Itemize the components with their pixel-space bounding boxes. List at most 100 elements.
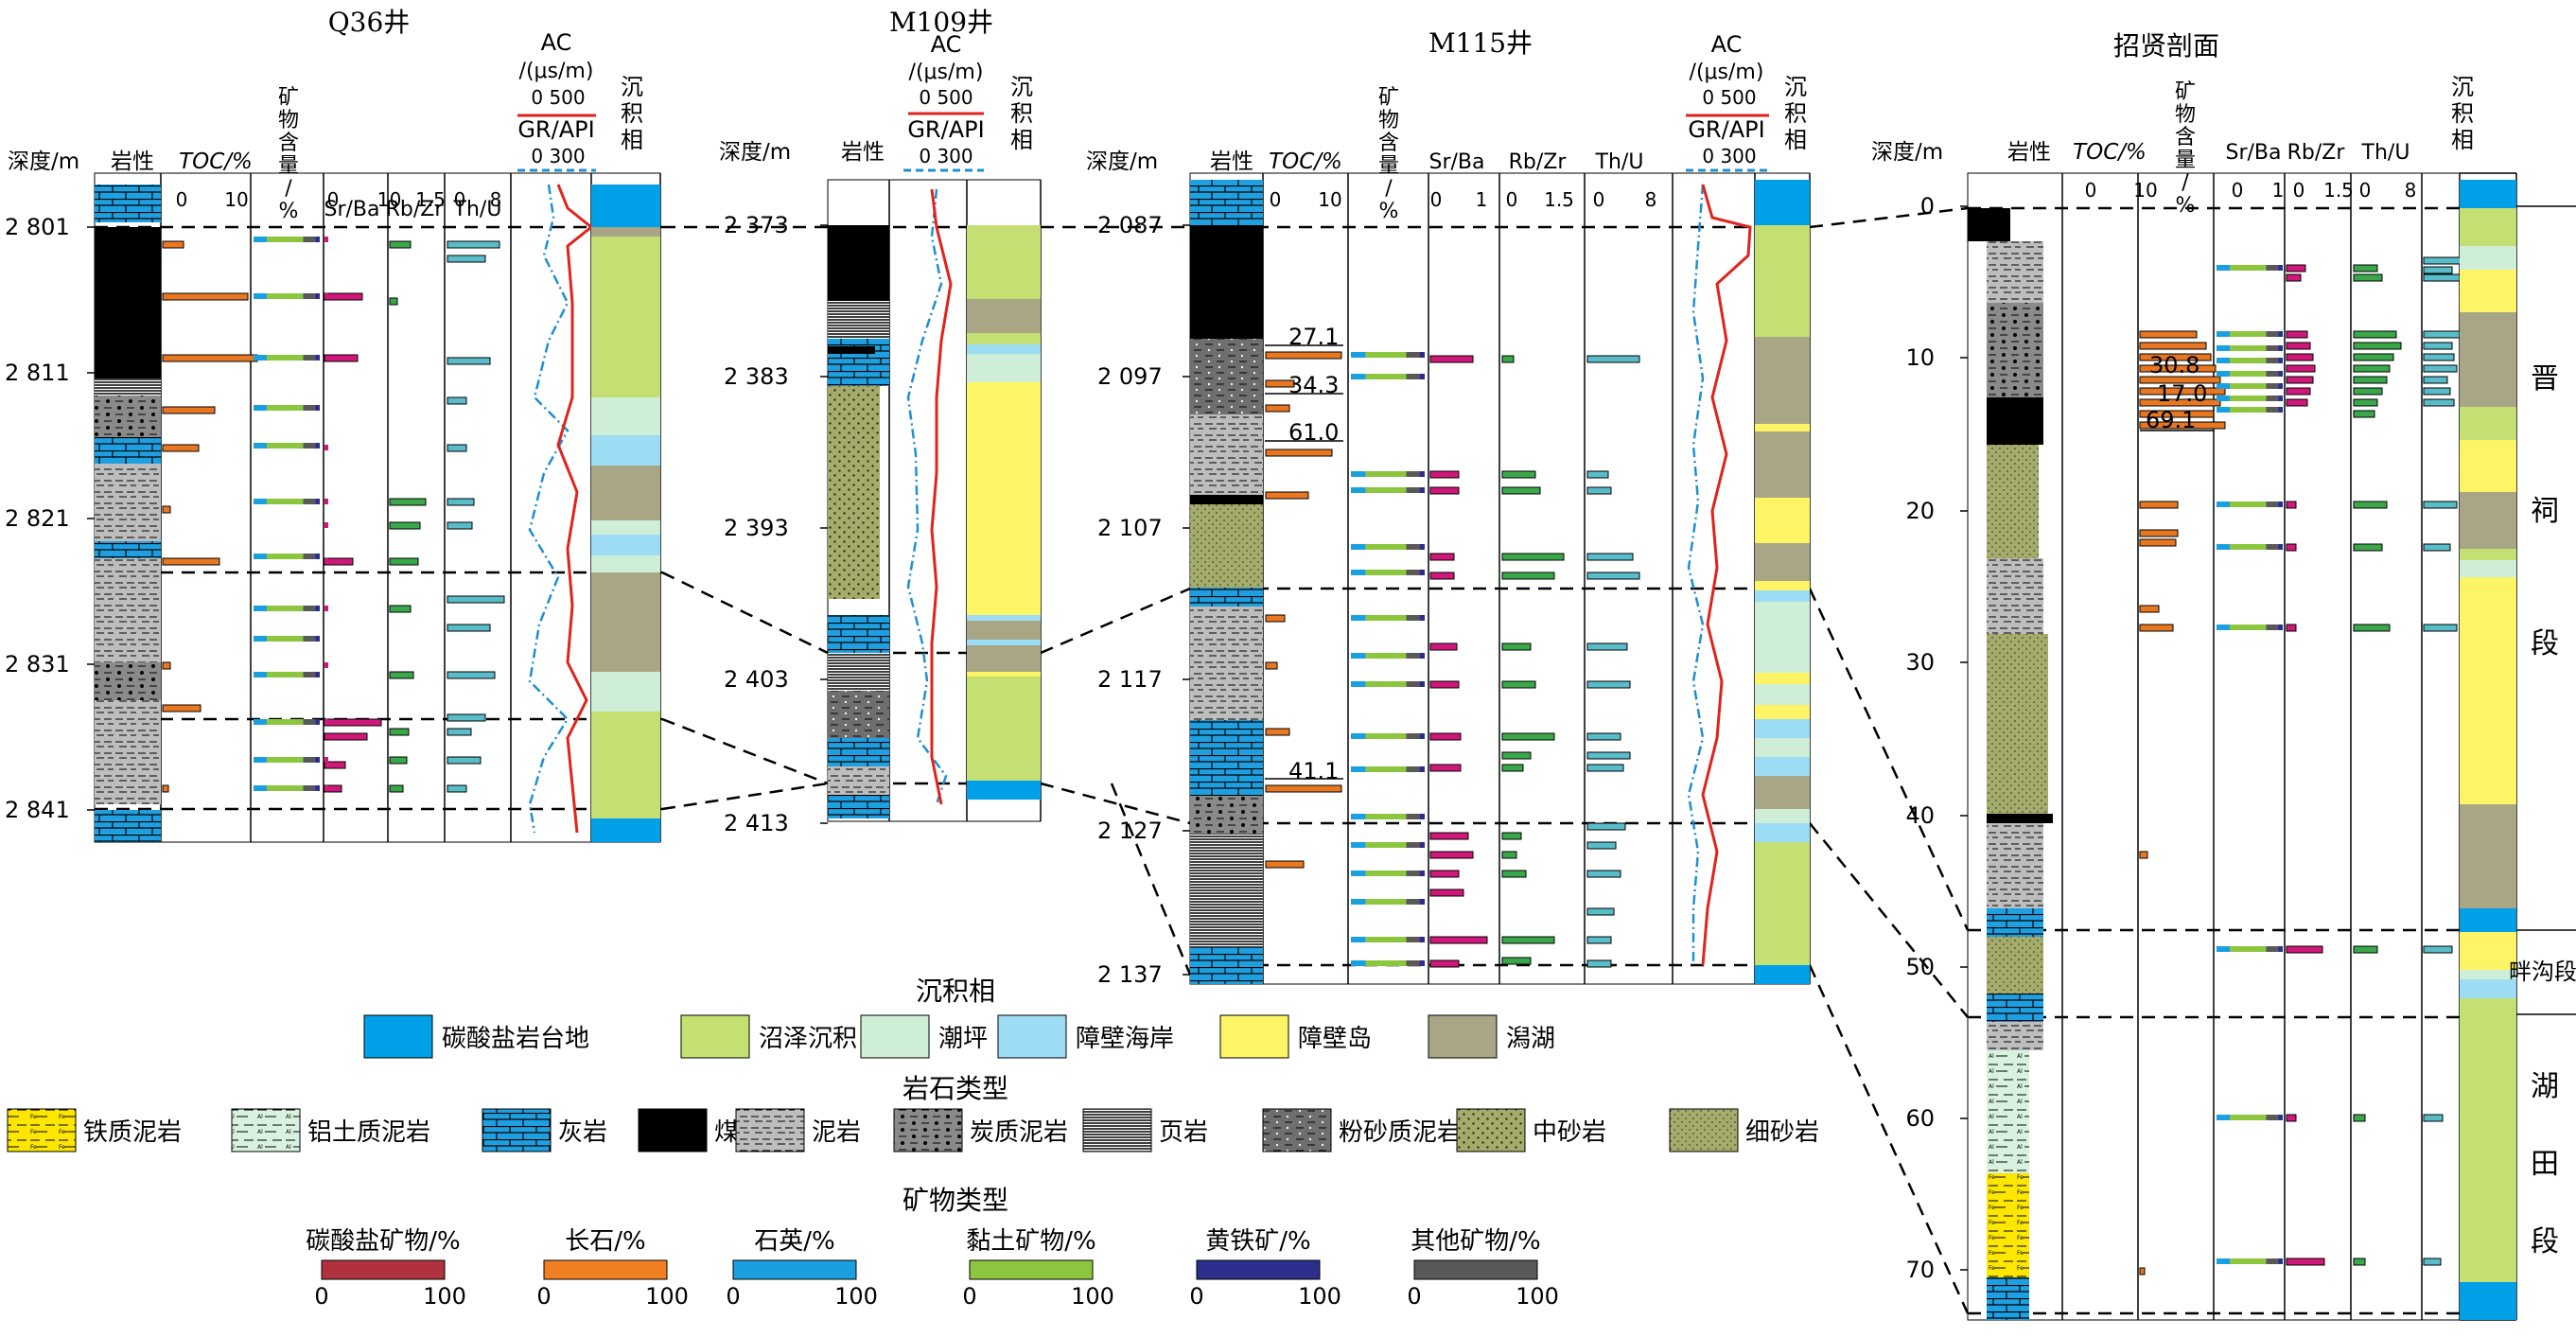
mineral-bar-segment — [254, 672, 267, 677]
rbzr-bar — [1501, 957, 1532, 965]
legend-rock-swatch — [7, 1108, 77, 1152]
scale-srba-min: 0 — [1430, 188, 1443, 211]
facies-interval — [1755, 705, 1810, 719]
lith-limestone — [1190, 588, 1263, 607]
facies-interval — [591, 672, 660, 712]
mineral-bar-segment — [303, 355, 316, 361]
well-title-m115: M115井 — [1428, 27, 1533, 59]
srba-bar — [2286, 945, 2323, 954]
lith-mudstone — [1987, 558, 2043, 634]
rbzr-bar — [2353, 376, 2388, 384]
legend-scale-min: 0 — [1189, 1283, 1203, 1310]
mineral-bar-segment — [2278, 383, 2283, 389]
mineral-bar-segment — [1365, 766, 1407, 772]
mineral-bar-segment — [303, 405, 316, 411]
legend-facies-label: 障壁海岸 — [1076, 1025, 1174, 1053]
mineral-bar-segment — [1351, 871, 1366, 876]
thu-bar — [1586, 553, 1634, 561]
lith-coal — [1190, 225, 1263, 339]
thu-bar — [2423, 353, 2455, 361]
mineral-bar-segment — [1365, 570, 1407, 575]
facies-interval — [2460, 979, 2516, 998]
header-rbzr: Rb/Zr — [1509, 150, 1568, 174]
mineral-bar-segment — [1419, 960, 1425, 966]
header-srba: Sr/Ba — [2226, 141, 2282, 165]
mineral-bar-segment — [315, 499, 320, 504]
ac-curve — [556, 184, 594, 834]
facies-interval — [591, 535, 660, 555]
legend-rock-label: 炭质泥岩 — [970, 1118, 1068, 1147]
section-jinci-1: 晋 — [2531, 362, 2559, 396]
header-toc: TOC/% — [179, 150, 253, 174]
lith-mudstone — [95, 558, 161, 662]
label-char: 含 — [278, 132, 299, 155]
mineral-bar-segment — [315, 636, 320, 642]
mineral-bar-segment — [2230, 946, 2267, 952]
toc-bar — [1265, 661, 1278, 670]
mineral-bar-segment — [2217, 946, 2230, 952]
facies-interval — [591, 520, 660, 535]
legend-rock-label: 泥岩 — [812, 1118, 861, 1147]
legend-facies-swatch — [1428, 1014, 1498, 1059]
lith-mudstone — [95, 464, 161, 541]
toc-bar — [1265, 491, 1309, 500]
header-minerals: 矿物含量/% — [2175, 80, 2196, 218]
mineral-bar-segment — [315, 443, 320, 449]
mineral-bar-segment — [2266, 1258, 2279, 1264]
mineral-bar-segment — [2278, 358, 2283, 363]
label-char: 积 — [1784, 100, 1807, 127]
facies-interval — [967, 354, 1041, 382]
label-char: 物 — [278, 109, 299, 132]
thu-bar — [1586, 642, 1628, 651]
facies-interval — [967, 672, 1041, 677]
mineral-bar-segment — [1406, 937, 1420, 942]
depth-tick: 10 — [1905, 344, 1935, 371]
facies-interval — [591, 466, 660, 520]
toc-bar — [162, 661, 171, 670]
mineral-bar-segment — [1419, 487, 1425, 493]
facies-interval — [967, 640, 1041, 645]
mineral-bar-segment — [1406, 871, 1420, 876]
toc-bar — [2139, 398, 2221, 407]
mineral-bar-segment — [2266, 358, 2279, 363]
mineral-bar-segment — [2266, 407, 2279, 413]
rbzr-bar — [2353, 1258, 2366, 1266]
mineral-bar-segment — [1351, 814, 1366, 819]
legend-facies-title: 沉积相 — [916, 976, 995, 1007]
mineral-bar-segment — [1365, 681, 1407, 687]
legend-facies-swatch — [363, 1014, 433, 1059]
legend-rock-swatch — [1262, 1108, 1332, 1152]
facies-interval — [2460, 492, 2516, 549]
mineral-bar-segment — [303, 443, 316, 449]
thu-bar — [1586, 486, 1612, 495]
lith-limestone — [95, 810, 161, 842]
toc-bar — [162, 557, 220, 566]
depth-tick: 2 393 — [724, 515, 789, 541]
legend-scale-min: 0 — [726, 1283, 740, 1310]
lith-mudstone — [95, 700, 161, 804]
scale-srba-max: 1 — [377, 188, 390, 211]
header-ac-scale: 0 500 — [531, 86, 585, 109]
facies-interval — [967, 344, 1041, 354]
thu-bar — [1586, 841, 1617, 850]
thu-bar — [2423, 624, 2458, 632]
mineral-bar-segment — [1351, 653, 1366, 659]
toc-value-label: 61.0 — [1288, 419, 1339, 446]
mineral-bar-segment — [315, 293, 320, 299]
mineral-bar-segment — [254, 719, 267, 725]
lith-carbonaceous-mudstone — [1190, 796, 1263, 834]
toc-bar — [2139, 538, 2177, 547]
legend-scale-max: 100 — [1071, 1283, 1114, 1310]
thu-bar — [1586, 764, 1624, 772]
legend-mineral-bar — [1196, 1259, 1321, 1280]
srba-bar — [2286, 543, 2297, 552]
legend: 沉积相碳酸盐岩台地沼泽沉积潮坪障壁海岸障壁岛潟湖岩石类型铁质泥岩铝土质泥岩灰岩煤… — [7, 976, 1819, 1310]
srba-bar — [324, 558, 328, 564]
mineral-bar-segment — [2266, 1115, 2279, 1120]
rbzr-bar — [1501, 751, 1532, 760]
mineral-bar-segment — [2266, 544, 2279, 550]
mineral-bar-segment — [1419, 544, 1425, 550]
lith-fine-sandstone — [1987, 634, 2048, 814]
